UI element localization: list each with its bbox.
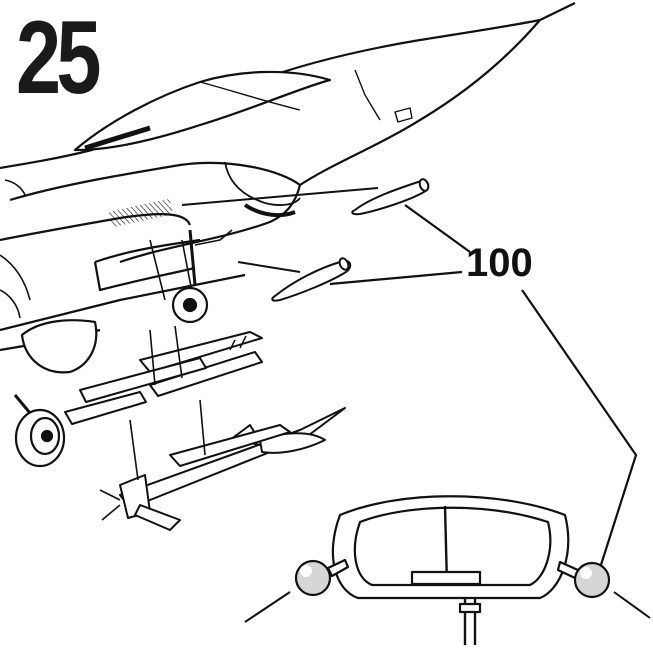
step-number: 25: [16, 0, 102, 116]
bracket-extension-lines: [244, 591, 651, 623]
placement-guides: [181, 187, 379, 273]
lamp-bracket-detail: [294, 495, 611, 645]
part-100-light-upper: [351, 178, 430, 216]
part-100-light-lower: [271, 257, 352, 302]
aircraft-fuselage: [0, 2, 576, 374]
missile-rack: [64, 325, 346, 531]
callout-leader-lines: [329, 204, 638, 569]
main-landing-wheel: [13, 394, 66, 468]
part-number-callout: 100: [466, 241, 533, 285]
